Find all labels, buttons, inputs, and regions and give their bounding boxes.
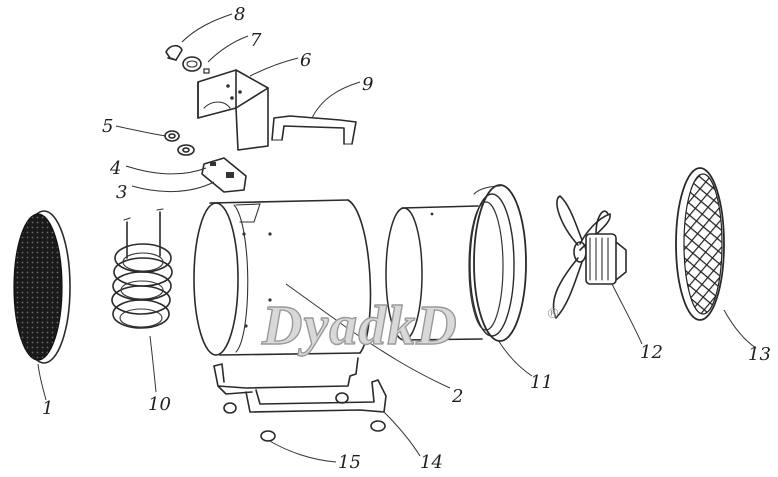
label-part-3: 3 bbox=[116, 182, 127, 203]
label-part-7: 7 bbox=[250, 30, 262, 51]
label-part-11: 11 bbox=[530, 372, 553, 393]
label-part-10: 10 bbox=[148, 394, 171, 415]
part-heating-coil bbox=[111, 208, 173, 329]
part-control-box bbox=[197, 69, 269, 151]
part-front-grille bbox=[13, 210, 71, 364]
part-labels: 1 2 3 4 5 6 7 8 9 10 11 12 13 14 15 bbox=[42, 4, 771, 473]
label-part-6: 6 bbox=[300, 50, 311, 71]
part-stand-base bbox=[213, 357, 387, 413]
label-part-4: 4 bbox=[109, 158, 121, 179]
part-fan-motor bbox=[552, 195, 627, 319]
label-part-5: 5 bbox=[102, 116, 113, 137]
part-rear-grille bbox=[675, 167, 725, 321]
part-body-cylinder bbox=[193, 199, 372, 356]
part-inner-liner bbox=[385, 205, 483, 341]
label-part-8: 8 bbox=[234, 4, 245, 25]
part-small-components bbox=[164, 44, 247, 193]
label-part-15: 15 bbox=[338, 452, 361, 473]
leader-lines bbox=[37, 13, 757, 463]
label-part-13: 13 bbox=[748, 344, 771, 365]
label-part-14: 14 bbox=[420, 452, 443, 473]
label-part-1: 1 bbox=[42, 398, 53, 419]
part-handle bbox=[271, 115, 357, 145]
part-feet bbox=[223, 392, 386, 442]
label-part-12: 12 bbox=[640, 342, 663, 363]
part-rear-ring bbox=[468, 184, 527, 342]
registered-mark: ® bbox=[546, 306, 560, 322]
watermark: DyadkD ® bbox=[260, 294, 560, 357]
watermark-text: DyadkD bbox=[261, 295, 458, 357]
label-part-2: 2 bbox=[451, 386, 463, 407]
label-part-9: 9 bbox=[362, 74, 373, 95]
